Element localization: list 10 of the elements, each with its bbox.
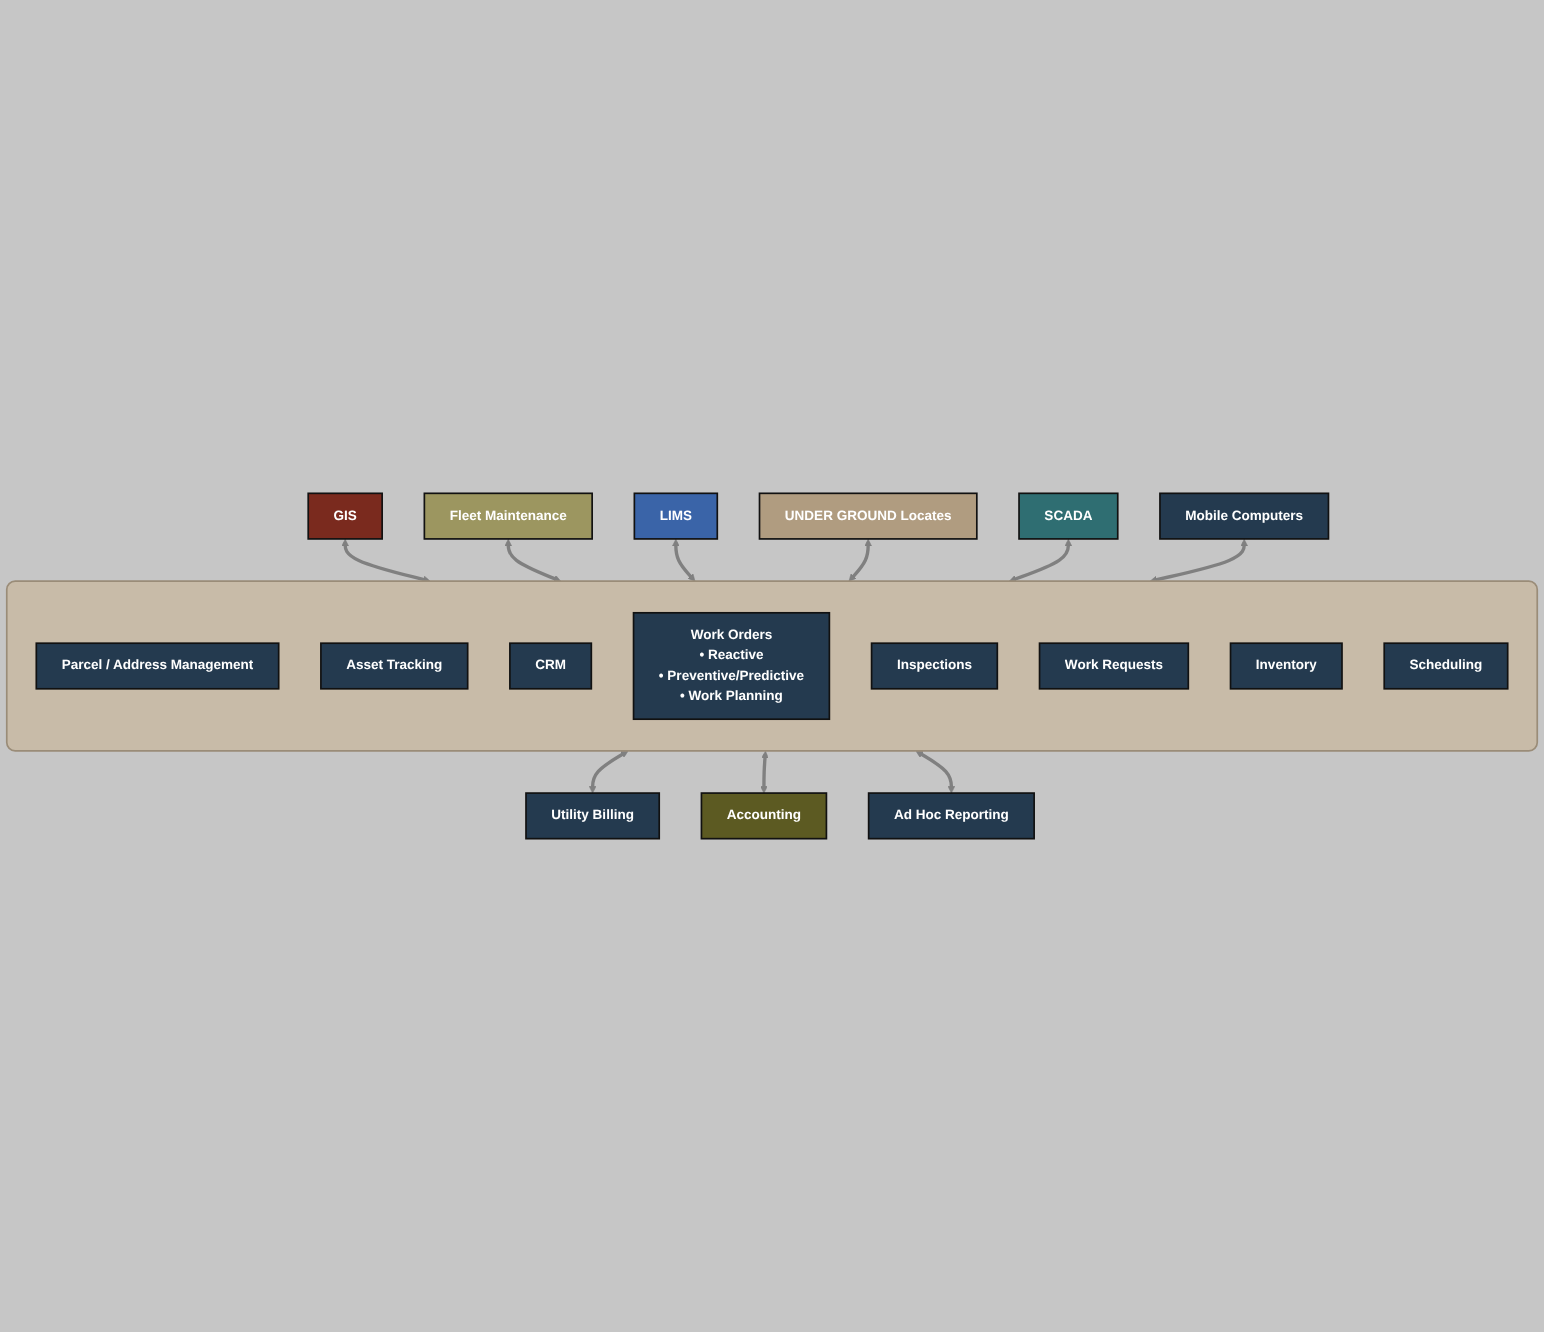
arrow <box>672 538 696 582</box>
arrow <box>341 538 431 584</box>
arrow <box>760 750 769 794</box>
arrow <box>1149 538 1248 584</box>
arrow <box>848 538 872 582</box>
arrow <box>915 750 956 794</box>
arrow <box>588 750 629 794</box>
arrow <box>1009 538 1073 583</box>
cluster <box>5 580 1539 752</box>
arrow <box>504 538 562 583</box>
